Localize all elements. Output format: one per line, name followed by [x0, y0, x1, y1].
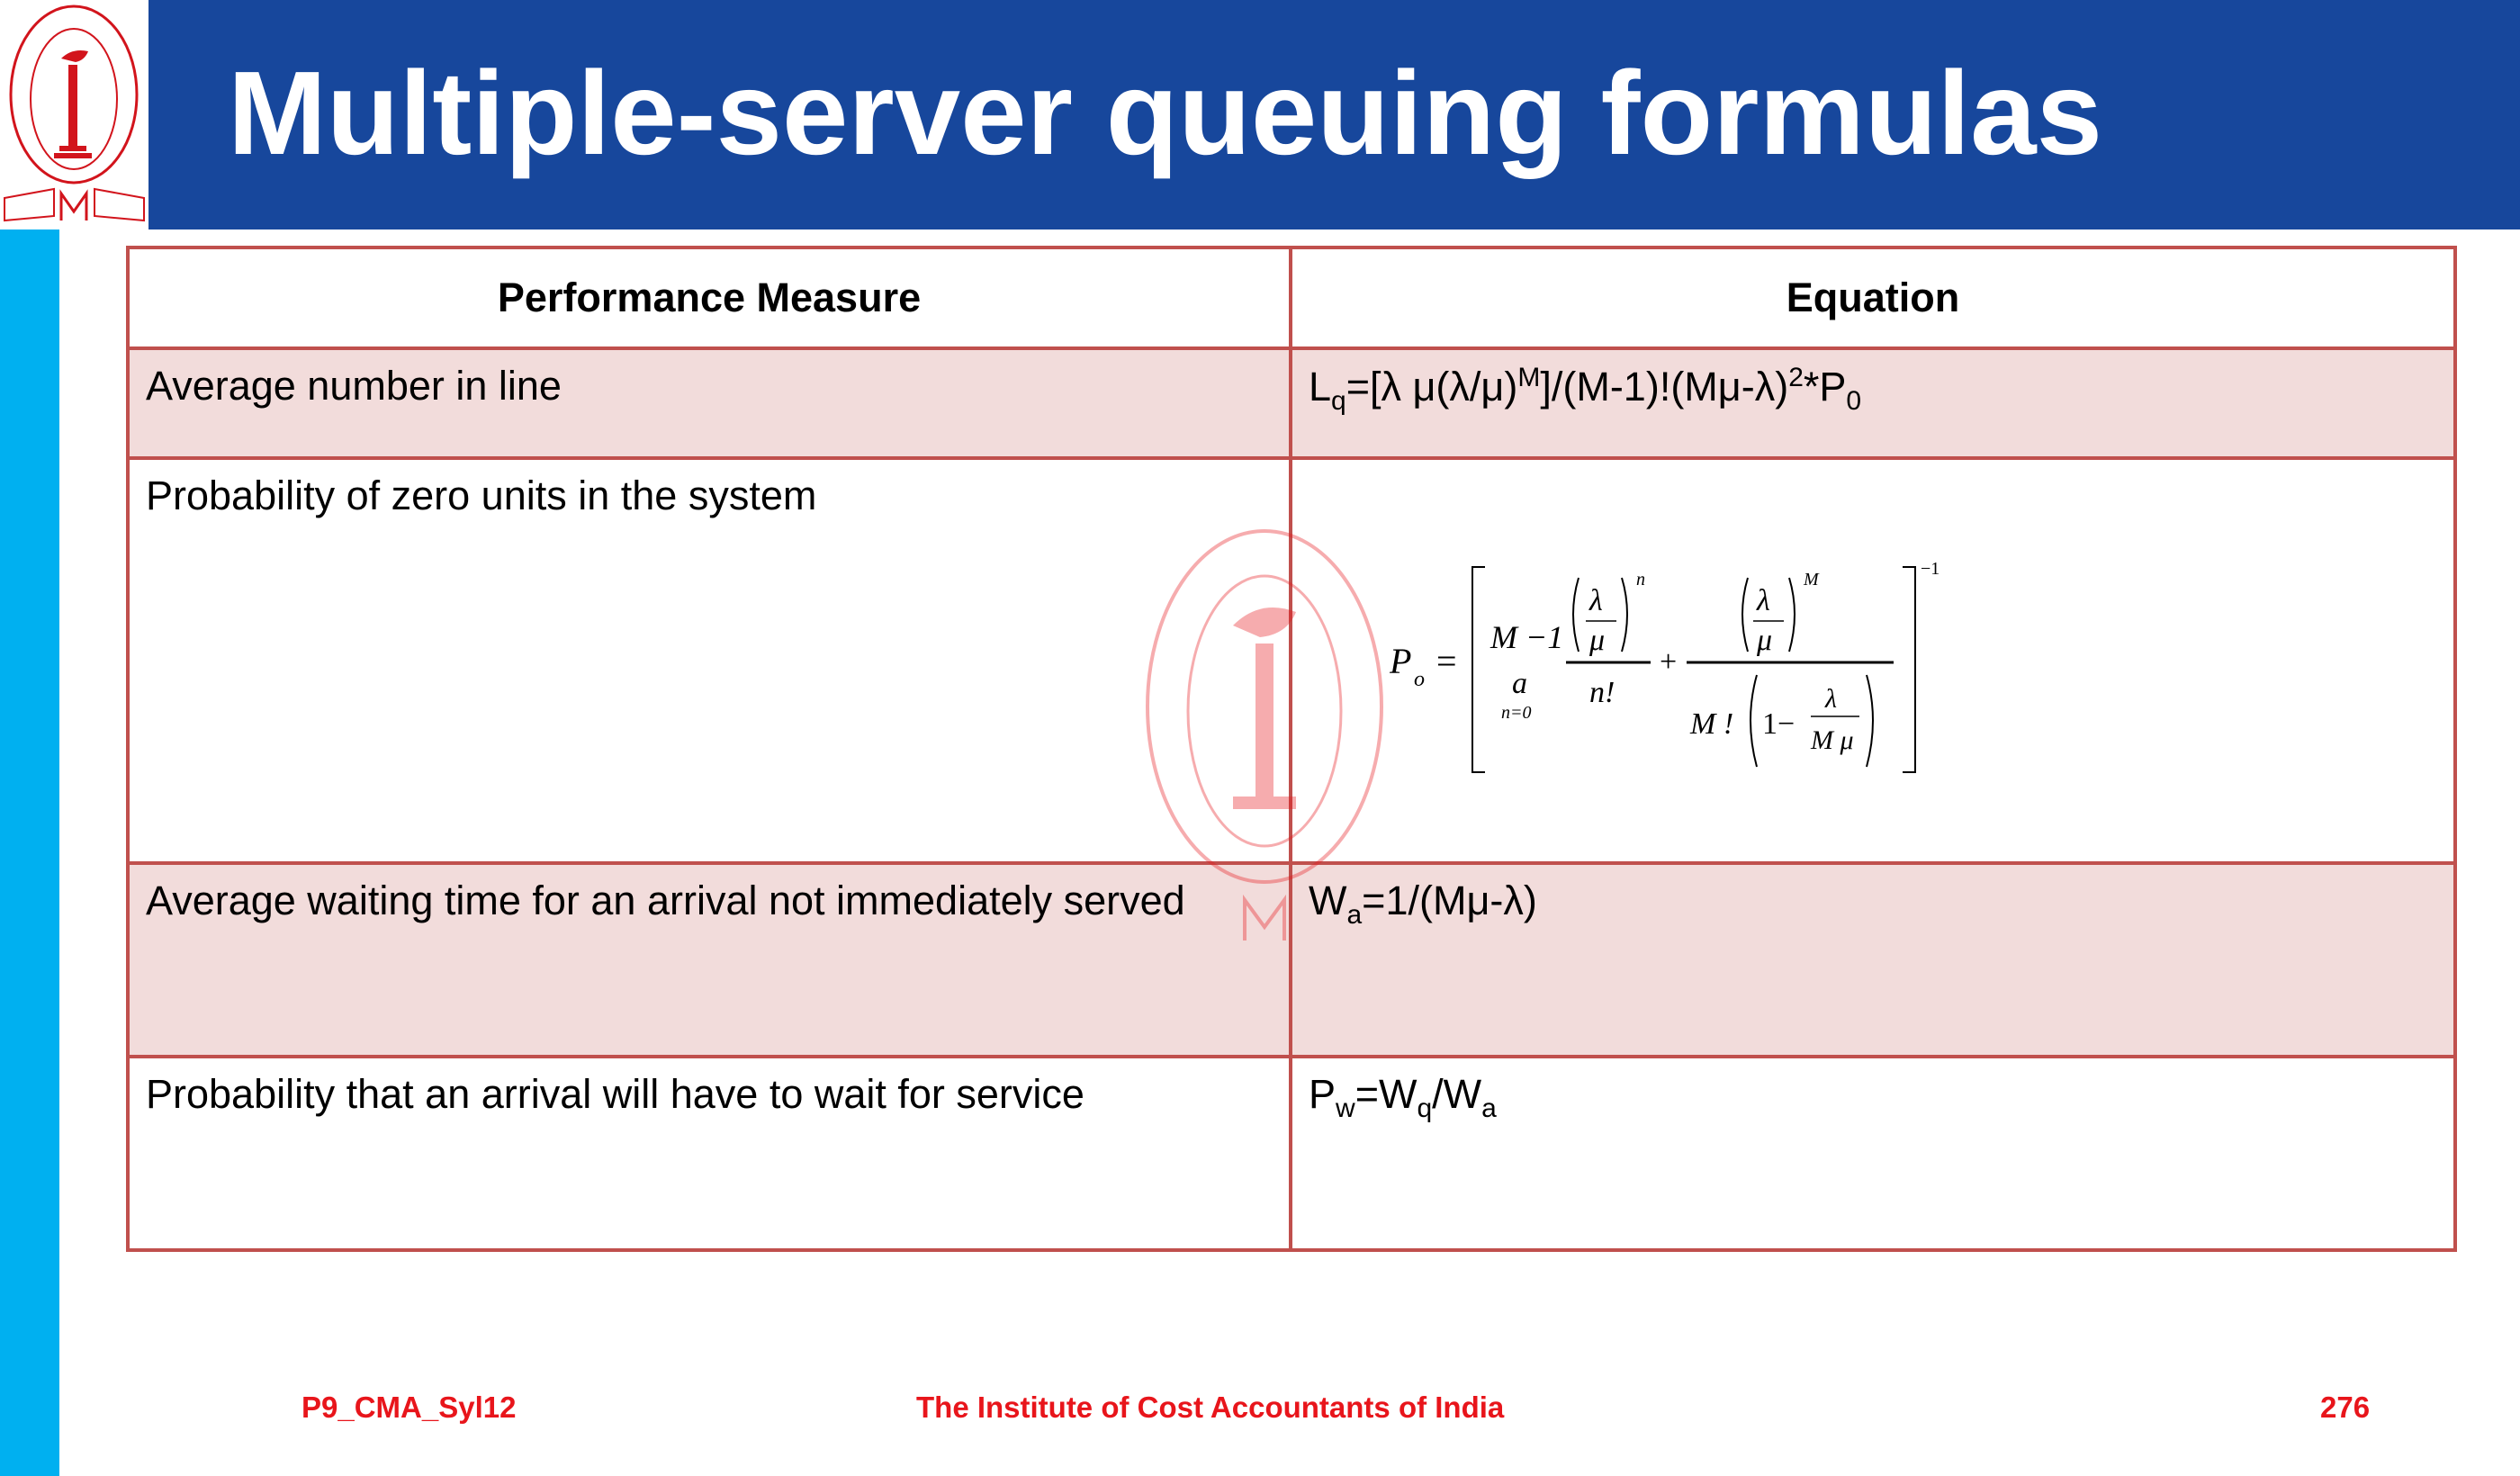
equation-cell: Pw=Wq/Wa: [1289, 1055, 2457, 1252]
institute-logo: [0, 0, 148, 230]
svg-text:−1: −1: [1921, 559, 1940, 579]
svg-text:o: o: [1414, 668, 1425, 691]
svg-text:λ: λ: [1756, 584, 1770, 617]
equation-cell: P o = M −1 a n=0 λ μ n n! + λ μ: [1289, 456, 2457, 865]
table-row: Average waiting time for an arrival not …: [126, 861, 2457, 1058]
svg-text:M: M: [1803, 570, 1820, 590]
svg-text:M −1: M −1: [1490, 619, 1563, 655]
svg-text:a: a: [1512, 667, 1527, 700]
measure-cell: Probability of zero units in the system: [126, 456, 1292, 865]
equation-cell: Lq=[λ μ(λ/μ)M]/(M-1)!(Mμ-λ)2*P0: [1289, 346, 2457, 460]
svg-text:=: =: [1436, 641, 1457, 681]
svg-text:μ: μ: [1756, 624, 1772, 657]
footer-course-code: P9_CMA_Syl12: [302, 1390, 517, 1424]
svg-text:λ: λ: [1588, 584, 1603, 617]
svg-text:1−: 1−: [1762, 707, 1795, 741]
svg-text:n: n: [1636, 570, 1645, 590]
table-header-row: Performance Measure Equation: [126, 246, 2457, 350]
table-row: Average number in line Lq=[λ μ(λ/μ)M]/(M…: [126, 346, 2457, 460]
svg-text:+: +: [1660, 645, 1677, 679]
svg-text:λ: λ: [1824, 684, 1837, 714]
svg-text:M !: M !: [1689, 707, 1733, 741]
slide-header: Multiple-server queuing formulas: [148, 0, 2520, 230]
p0-formula: P o = M −1 a n=0 λ μ n n! + λ μ: [1390, 559, 1940, 773]
formulas-table: Performance Measure Equation Average num…: [126, 246, 2457, 1252]
table-row: Probability of zero units in the system …: [126, 456, 2457, 865]
equation-cell: Wa=1/(Mμ-λ): [1289, 861, 2457, 1058]
svg-text:n=0: n=0: [1501, 703, 1532, 723]
measure-cell: Average number in line: [126, 346, 1292, 460]
table-row: Probability that an arrival will have to…: [126, 1055, 2457, 1252]
slide-title: Multiple-server queuing formulas: [228, 47, 2102, 179]
svg-text:μ: μ: [1588, 624, 1605, 657]
svg-text:M μ: M μ: [1810, 725, 1854, 755]
footer-page-number: 276: [2320, 1390, 2371, 1424]
measure-cell: Average waiting time for an arrival not …: [126, 861, 1292, 1058]
header-performance-measure: Performance Measure: [126, 246, 1292, 350]
footer-institute-name: The Institute of Cost Accountants of Ind…: [916, 1390, 1505, 1424]
svg-text:P: P: [1390, 641, 1411, 681]
header-equation: Equation: [1289, 246, 2457, 350]
left-accent-bar: [0, 230, 59, 1476]
measure-cell: Probability that an arrival will have to…: [126, 1055, 1292, 1252]
svg-text:n!: n!: [1589, 676, 1615, 709]
